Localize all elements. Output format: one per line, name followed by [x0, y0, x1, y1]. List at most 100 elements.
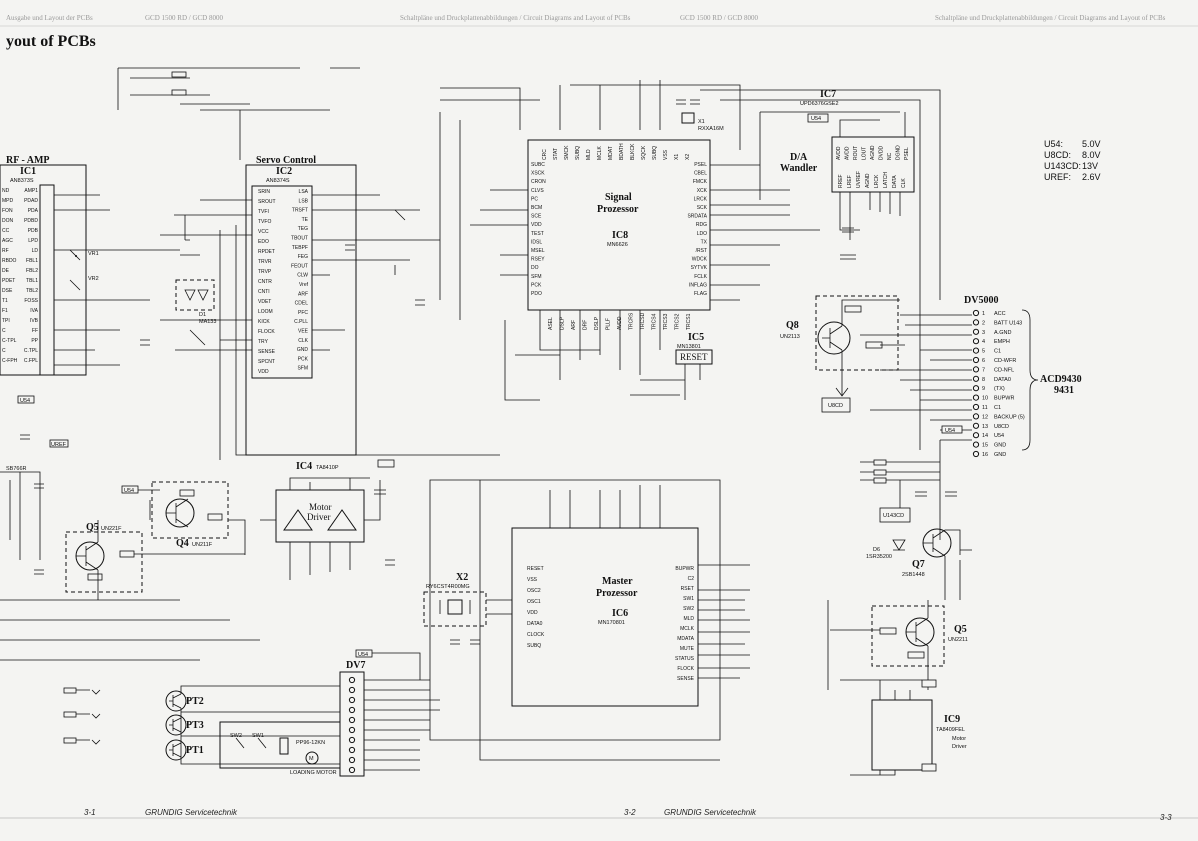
q8-part: UN2113	[780, 334, 800, 340]
ic2-left-pin: EDO	[258, 239, 269, 245]
ic7-bottom-pin: RREF	[838, 174, 844, 188]
ic8-top-pin: CRC	[542, 149, 548, 160]
ic2-left-pin: TRVP	[258, 269, 272, 275]
x2-crystal: X2 RY6CST4R00MG	[423, 572, 512, 645]
dv5000-pin-name: GND	[994, 443, 1006, 449]
footer-mid-brand: GRUNDIG Servicetechnik	[664, 808, 757, 817]
dv5000-pin-name: EMPH	[994, 339, 1010, 345]
ic2-right-pin: ARF	[298, 291, 308, 297]
ic8-part: MN6626	[607, 242, 628, 248]
ic2-left-pin: KICK	[258, 319, 270, 325]
dv7-connector: DV7 U54	[339, 649, 440, 777]
ic1-pin-label: C.FPL	[24, 358, 38, 364]
dv7-ref: DV7	[346, 660, 365, 671]
ic6-right-pin: MUTE	[680, 646, 695, 652]
ic1-left-label: T1	[2, 298, 8, 304]
ic8-top-pin: MLD	[586, 149, 592, 160]
ic7-bottom-pin: LREF	[847, 175, 853, 188]
supply-name: UREF:	[1044, 172, 1071, 182]
q4-part: UN211F	[192, 542, 213, 548]
dv5000-pin-name: GND	[994, 452, 1006, 458]
supply-value: 13V	[1082, 161, 1098, 171]
u143cd-tag: U143CD	[883, 513, 904, 519]
dv5000-pin-number: 13	[982, 424, 988, 430]
ic2-left-pin: VDD	[258, 369, 269, 375]
pt3-label: PT3	[186, 720, 204, 731]
ic2-right-pin: PCK	[298, 356, 309, 362]
ic6-right-pin: FLOCK	[677, 666, 694, 672]
ic2-left-pin: CNTR	[258, 279, 272, 285]
ic2-left-pin: RPDET	[258, 249, 275, 255]
top-wiring	[117, 67, 941, 450]
servo-title: Servo Control	[256, 155, 316, 166]
ic8-left-pin: PCK	[531, 282, 542, 288]
ic8-left-pin: IDSL	[531, 239, 542, 245]
q5l-part: UN221F	[101, 526, 122, 532]
ic8-left-pin: TEST	[531, 231, 544, 237]
ic1-pin-label: TBL2	[26, 288, 38, 294]
ic6-right-pin: SW2	[683, 606, 694, 612]
ic6-right-pin: RSET	[681, 586, 694, 592]
ic7-bottom-pin: LRCK	[874, 174, 880, 188]
ic7-top-pin: DGND	[896, 145, 902, 160]
pt-sensors: PT2 PT3 PT1	[63, 685, 340, 765]
left-edge: U54 UREF SB766R	[0, 395, 260, 661]
ic9-line2: Driver	[952, 744, 967, 750]
ic6-right-pin: C2	[688, 576, 695, 582]
ic4-motor-driver: IC4 TA8410P Motor Driver	[260, 459, 395, 580]
ic1-pin-label: LPD	[28, 238, 38, 244]
ic2-servo: Servo Control IC2 AN8374S SRINSROUTTVFIT…	[160, 155, 500, 460]
ic8-top-pin: MDAT	[608, 146, 614, 160]
ic8-top-pin: SMCK	[564, 145, 570, 160]
dv5000-pin-name: CD-WFR	[994, 358, 1016, 364]
ic2-right-pin: C.PLL	[294, 319, 308, 325]
ic8-top-pin: VSS	[663, 149, 669, 160]
ic1-left-label: DE	[2, 268, 10, 274]
dv7-pin-terminal	[348, 746, 356, 754]
ic2-right-pin: PFC	[298, 310, 308, 316]
ic8-left-pin: CRON	[531, 179, 546, 185]
ic6-right-pin: BUPWR	[675, 566, 694, 572]
dv5000-side1: ACD9430	[1040, 374, 1082, 385]
dv5000-pin-name: (TX)	[994, 386, 1005, 392]
pt1-label: PT1	[186, 745, 204, 756]
ic2-right-pin: VEE	[298, 329, 309, 335]
dv5000-pin-terminal	[972, 319, 980, 326]
ic8-right-pin: PSEL	[694, 162, 707, 168]
ic1-pin-label: AMP1	[24, 188, 38, 194]
ic9-line1: Motor	[952, 736, 966, 742]
q4-block: Q4 UN211F U54	[121, 481, 246, 555]
ic2-left-pin: TVFI	[258, 209, 269, 215]
ic8-top-pin: SUBQ	[652, 146, 658, 160]
dv5000-pin-terminal	[972, 328, 980, 335]
ic1-left-label: RF	[2, 248, 9, 254]
dv7-pin-terminal	[348, 766, 356, 774]
footer-left-num: 3-1	[84, 808, 96, 817]
ic5-reset: IC5 MN13801 RESET	[630, 332, 713, 400]
ic5-reset-label: RESET	[680, 352, 708, 362]
dv5000-pin-terminal	[972, 385, 980, 392]
ic6-right-pin: STATUS	[675, 656, 695, 662]
sw1-label: SW1	[252, 733, 264, 739]
q5-left-block: Q5 UN221F	[65, 520, 245, 600]
ic1-left-label: DSE	[2, 288, 13, 294]
sw2-label: SW2	[230, 733, 242, 739]
dv5000-pin-number: 6	[982, 358, 985, 364]
u54-tag-q4: U54	[124, 488, 134, 494]
ic1-pin-label: FBL1	[26, 258, 38, 264]
dv7-pin-terminal	[348, 676, 356, 684]
ic6-master-processor: Master Prozessor IC6 MN170801 RESETVSSOS…	[429, 479, 750, 761]
ic4-ref: IC4	[296, 461, 312, 472]
u8cd-tag: U8CD	[828, 403, 843, 409]
q8-block: Q8 UN2113 U8CD	[780, 295, 905, 413]
ic2-right-pin: TE	[302, 217, 309, 223]
ic8-left-pin: MSEL	[531, 248, 545, 254]
d6-ref: D6	[873, 547, 880, 553]
ic2-left-pin: CNTI	[258, 289, 270, 295]
rf-amp-title: RF - AMP	[6, 155, 50, 166]
dv5000-pin-terminal	[972, 422, 980, 429]
ic7-top-pin: PSEL	[904, 147, 910, 160]
ic7-bottom-pin: AGND	[865, 173, 871, 188]
dv5000-pin-number: 7	[982, 367, 985, 373]
